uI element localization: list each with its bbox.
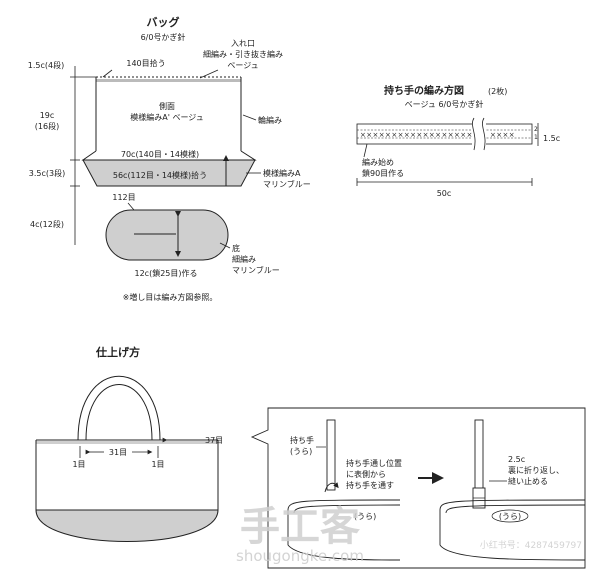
handle-sub: ベージュ 6/0号かぎ針 (405, 99, 484, 109)
finished-bag-illustration (35, 375, 219, 542)
handle-start-leader (363, 143, 368, 158)
opening-label-1: 入れ口 (231, 39, 255, 48)
handle-strip-diagram: ××××××××××××××××××× ×××× (356, 117, 533, 151)
opening-leader (199, 69, 219, 79)
fold-note-1: 2.5c (508, 455, 525, 464)
bag-side-panel (81, 76, 257, 187)
ura-left: (うら) (354, 512, 376, 521)
base-count: 112目 (112, 193, 135, 202)
mark-1-right: 1目 (151, 460, 164, 469)
handle-start-1: 編み始め (362, 157, 394, 167)
opening-label-2: 細編み・引き抜き編み (203, 49, 283, 59)
row-2: 2 (534, 126, 538, 133)
pattern-a-label-1: 模様編みA (263, 168, 301, 178)
side-label-2: 模様編みA' ベージュ (130, 112, 204, 122)
increase-note: ※増し目は編み方図参照。 (123, 292, 218, 302)
round-knit-leader (242, 114, 257, 121)
bag-base-oval (105, 209, 229, 261)
svg-text:×××××××××××××××××××: ××××××××××××××××××× (360, 131, 479, 139)
base-label-2: 細編み (232, 254, 256, 264)
base-label-leader (219, 242, 231, 249)
fold-note-3: 縫い止める (508, 476, 548, 486)
mark-31: 31目 (109, 448, 127, 457)
insert-note-2: に表側から (346, 469, 386, 479)
watermark-url: shougongke.com (236, 547, 364, 565)
ura-right: (うら) (499, 512, 521, 521)
fold-note-2: 裏に折り返し、 (508, 465, 564, 475)
handle-count: (2枚) (488, 86, 507, 96)
top-pickup-leader-left (102, 69, 113, 78)
row-1: 1 (534, 134, 538, 141)
mark-1-left: 1目 (72, 460, 85, 469)
height-top: 1.5c(4段) (28, 60, 64, 70)
mark-37: 37目 (205, 436, 223, 445)
base-count-leader (127, 202, 135, 211)
finish-title: 仕上げ方 (95, 345, 140, 359)
pattern-a-label-2: マリンブルー (263, 179, 311, 189)
handle-insert-illustration (287, 419, 401, 561)
band-width: 70c(140目・14模様) (121, 149, 199, 159)
handle-back-1: 持ち手 (290, 435, 314, 445)
handle-title: 持ち手の編み方図 (384, 84, 464, 97)
height-pattern: 3.5c(3段) (29, 168, 65, 178)
round-knit-label: 輪編み (258, 115, 282, 125)
handle-height: 1.5c (543, 134, 560, 143)
side-label-1: 側面 (159, 101, 175, 111)
height-base: 4c(12段) (30, 219, 64, 229)
insert-note-1: 持ち手通し位置 (346, 458, 402, 468)
handle-folded-illustration (439, 419, 586, 561)
bag-title: バッグ (147, 15, 180, 29)
base-label-3: マリンブルー (232, 265, 280, 275)
handle-length: 50c (437, 189, 452, 198)
top-pickup: 140目拾う (126, 58, 165, 68)
opening-label-3: ベージュ (227, 61, 258, 70)
base-chain: 12c(鎖25目)作る (135, 268, 198, 278)
height-side-1: 19c (40, 111, 55, 120)
height-side-2: (16段) (35, 121, 59, 131)
watermark-badge: 小红书号：4287459797 (480, 539, 582, 551)
ura-right-bubble (491, 509, 529, 523)
svg-text:××××: ×××× (490, 131, 515, 139)
handle-start-2: 鎖90目作る (362, 168, 404, 178)
lower-pickup: 56c(112目・14模様)拾う (113, 170, 207, 180)
base-label-1: 底 (232, 243, 240, 253)
insert-note-3: 持ち手を通す (346, 480, 394, 490)
bag-hook: 6/0号かぎ針 (141, 32, 186, 42)
watermark-logo: 手工客 (240, 504, 360, 550)
handle-back-2: (うら) (290, 447, 312, 456)
